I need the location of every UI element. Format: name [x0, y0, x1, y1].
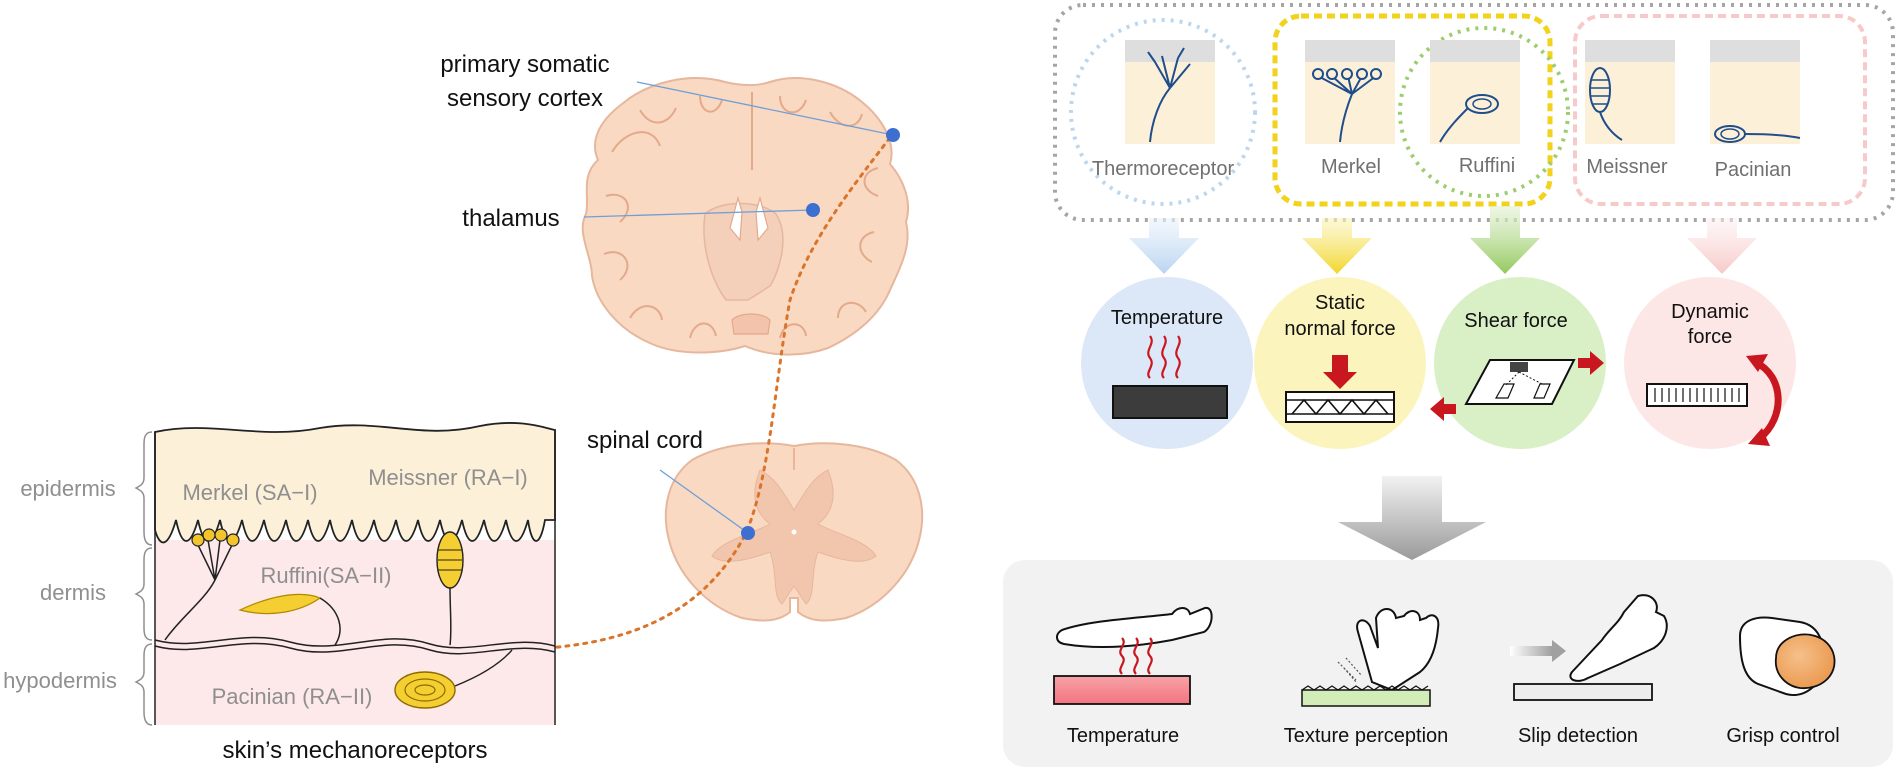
shear-force-sensor-icon	[1430, 351, 1604, 421]
merkel-panel	[1305, 40, 1395, 144]
pacinian-label: Pacinian	[1715, 159, 1792, 181]
slip-hand-icon	[1510, 594, 1668, 701]
ruffini-skin-label: Ruffini(SA−II)	[260, 563, 391, 588]
ruffini-label: Ruffini	[1459, 155, 1515, 177]
static-force-label-line1: Static	[1315, 292, 1365, 314]
thermoreceptor-label: Thermoreceptor	[1092, 158, 1235, 180]
skin-caption: skin’s mechanoreceptors	[222, 737, 487, 764]
meissner-skin-label: Meissner (RA−I)	[368, 465, 528, 490]
temperature-sensation-circle	[1081, 277, 1253, 449]
spinal-cord-label: spinal cord	[587, 427, 703, 454]
application-texture-label: Texture perception	[1284, 725, 1449, 747]
epidermis-label: epidermis	[20, 476, 115, 501]
pacinian-panel	[1710, 40, 1801, 144]
thermoreceptor-panel	[1125, 40, 1215, 144]
thermoreceptor-group	[1069, 18, 1257, 206]
dynamic-force-label-line1: Dynamic	[1671, 301, 1749, 323]
hypodermis-label: hypodermis	[3, 668, 117, 693]
dynamic-down-arrow	[1687, 218, 1757, 274]
application-slip-label: Slip detection	[1518, 725, 1638, 747]
grip-hand-icon	[1738, 616, 1836, 696]
skin-cross-section	[134, 422, 556, 726]
cortex-label-line2: sensory cortex	[447, 85, 603, 112]
thalamus-label: thalamus	[462, 205, 559, 232]
static-force-label-line2: normal force	[1284, 318, 1395, 340]
merkel-label: Merkel	[1321, 156, 1381, 178]
merkel-skin-label: Merkel (SA−I)	[182, 480, 317, 505]
cortex-node	[886, 128, 900, 142]
static-force-group	[1272, 13, 1553, 207]
temperature-hand-icon	[1053, 606, 1213, 705]
pacinian-skin-label: Pacinian (RA−II)	[212, 684, 373, 709]
meissner-label: Meissner	[1586, 156, 1667, 178]
cortex-leader-line	[636, 81, 894, 136]
meissner-panel	[1585, 40, 1675, 144]
normal-force-sensor-icon	[1285, 355, 1395, 423]
texture-hand-icon	[1301, 608, 1440, 707]
ruffini-panel	[1430, 40, 1520, 144]
thalamus-node	[806, 203, 820, 217]
sensory-pathway-line	[546, 133, 894, 650]
cortex-label-line1: primary somatic	[440, 51, 609, 78]
application-grip-label: Grisp control	[1726, 725, 1839, 747]
ruffini-down-arrow	[1470, 206, 1540, 274]
dynamic-force-label-line2: force	[1688, 326, 1732, 348]
spinal-cord-section	[664, 442, 924, 622]
dermis-label: dermis	[40, 580, 106, 605]
shear-force-label: Shear force	[1464, 310, 1567, 332]
dynamic-force-sensor-icon	[1646, 354, 1782, 446]
heat-plate-icon	[1112, 335, 1228, 419]
spinal-cord-leader-line	[659, 469, 749, 534]
aggregation-down-arrow	[1338, 476, 1486, 560]
merkel-down-arrow	[1302, 218, 1372, 274]
application-panel	[1003, 560, 1893, 767]
shear-force-group	[1398, 26, 1570, 198]
thalamus-leader-line	[583, 209, 814, 218]
temperature-sensation-label: Temperature	[1111, 307, 1223, 329]
dynamic-force-group	[1573, 14, 1867, 206]
spinal-cord-node	[741, 526, 755, 540]
application-temperature-label: Temperature	[1067, 725, 1179, 747]
thermoreceptor-down-arrow	[1129, 218, 1199, 274]
brain-coronal-section	[581, 77, 910, 356]
